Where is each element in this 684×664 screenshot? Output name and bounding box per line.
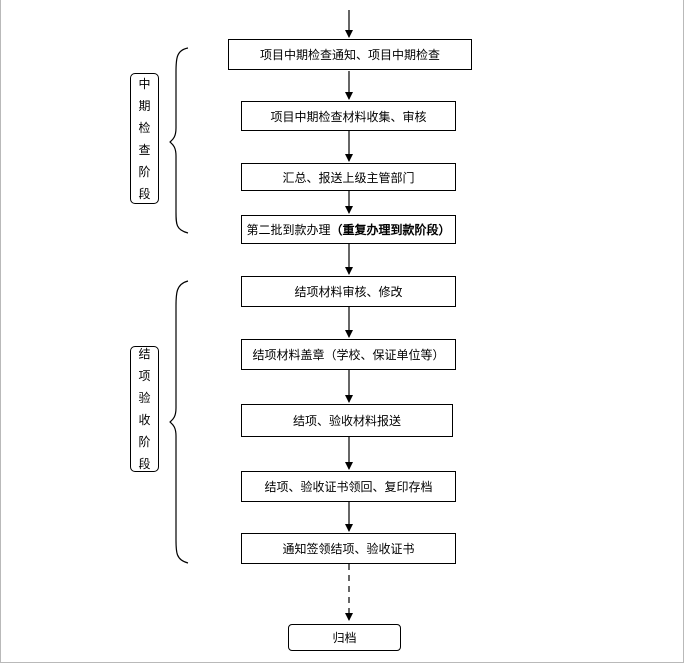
stage-completion-char: 结 [138,347,151,361]
stage-completion-char: 项 [138,369,151,383]
step-second-payment-label: 第二批到款办理 [246,223,331,237]
step-completion-seal: 结项材料盖章（学校、保证单位等） [241,339,456,370]
stage-midterm-char: 查 [138,142,151,157]
step-archive: 归档 [288,624,401,651]
brace-completion [169,280,189,564]
stage-completion-char: 段 [138,457,151,471]
stage-midterm-char: 阶 [138,164,151,179]
stage-midterm-char: 中 [138,76,151,91]
step-certificate-notify: 通知签领结项、验收证书 [241,533,456,564]
stage-completion-char: 验 [138,391,151,405]
step-completion-review-label: 结项材料审核、修改 [294,285,403,299]
step-midterm-notice-label: 项目中期检查通知、项目中期检查 [259,48,440,62]
step-certificate-archive: 结项、验收证书领回、复印存档 [241,471,456,502]
step-acceptance-submit-label: 结项、验收材料报送 [292,414,401,428]
brace-midterm [169,47,189,234]
stage-midterm-char: 检 [138,120,151,135]
step-second-payment: 第二批到款办理（重复办理到款阶段） [241,215,456,244]
stage-midterm-char: 段 [138,186,151,201]
step-midterm-notice: 项目中期检查通知、项目中期检查 [228,39,472,70]
stage-midterm-char: 期 [138,98,151,113]
step-completion-seal-label: 结项材料盖章（学校、保证单位等） [252,348,445,362]
step-report-upper-label: 汇总、报送上级主管部门 [282,170,415,185]
step-archive-label: 归档 [332,631,357,645]
stage-completion-char: 收 [138,413,151,427]
stage-completion-label: 结 项 验 收 阶 段 [130,346,159,472]
step-certificate-archive-label: 结项、验收证书领回、复印存档 [264,480,433,494]
step-certificate-notify-label: 通知签领结项、验收证书 [282,542,415,556]
step-report-upper: 汇总、报送上级主管部门 [241,163,456,191]
step-acceptance-submit: 结项、验收材料报送 [241,404,453,437]
stage-completion-char: 阶 [138,435,151,449]
step-midterm-materials-label: 项目中期检查材料收集、审核 [270,109,427,124]
step-completion-review: 结项材料审核、修改 [241,276,456,307]
stage-midterm-label: 中 期 检 查 阶 段 [130,73,159,204]
step-midterm-materials: 项目中期检查材料收集、审核 [241,101,456,131]
step-second-payment-bold-label: （重复办理到款阶段） [330,223,451,237]
